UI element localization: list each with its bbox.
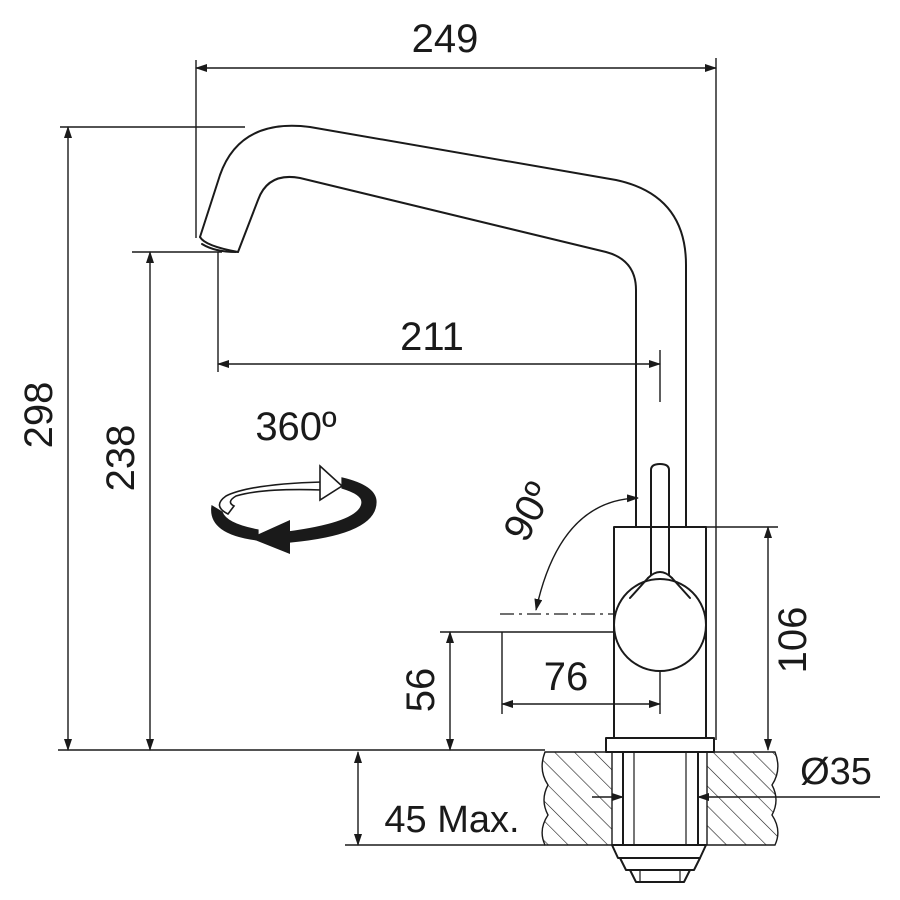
dim-body-height: 106 — [706, 526, 815, 751]
label-overall-height: 298 — [17, 382, 61, 449]
dim-hole-diameter: Ø35 — [592, 751, 880, 801]
lever-handle — [613, 463, 707, 672]
label-overall-width: 249 — [412, 17, 479, 61]
label-spout-height: 238 — [99, 425, 143, 492]
label-body-height: 106 — [771, 607, 815, 674]
dim-counter-thickness: 45 Max. — [345, 751, 545, 846]
rotation-arrow-front-icon — [211, 505, 259, 541]
rotation-arrow-back-head-icon — [319, 464, 344, 502]
dim-lever-reach: 76 — [501, 632, 661, 714]
label-lever-angle: 90º — [495, 475, 562, 548]
rotation-arrow-back-icon — [218, 481, 323, 516]
dim-overall-height: 298 — [17, 126, 545, 751]
spout — [199, 124, 687, 528]
mounting-shank — [605, 737, 715, 883]
label-lever-reach: 76 — [544, 655, 589, 699]
dim-overall-width: 249 — [195, 17, 717, 740]
label-spout-reach: 211 — [400, 315, 464, 359]
label-lever-height: 56 — [399, 668, 443, 713]
dim-lever-height: 56 — [399, 631, 614, 751]
dim-spout-reach: 211 — [217, 252, 661, 402]
label-hole-diameter: Ø35 — [800, 751, 872, 793]
dim-lever-angle: 90º — [495, 475, 639, 615]
rotation-arrow-front-head-icon — [250, 520, 290, 554]
label-counter-thickness: 45 Max. — [384, 799, 519, 841]
label-rotation: 360º — [255, 405, 337, 449]
countertop — [541, 751, 779, 846]
dim-spout-height: 238 — [99, 251, 222, 751]
rotation-indicator: 360º — [211, 405, 377, 554]
